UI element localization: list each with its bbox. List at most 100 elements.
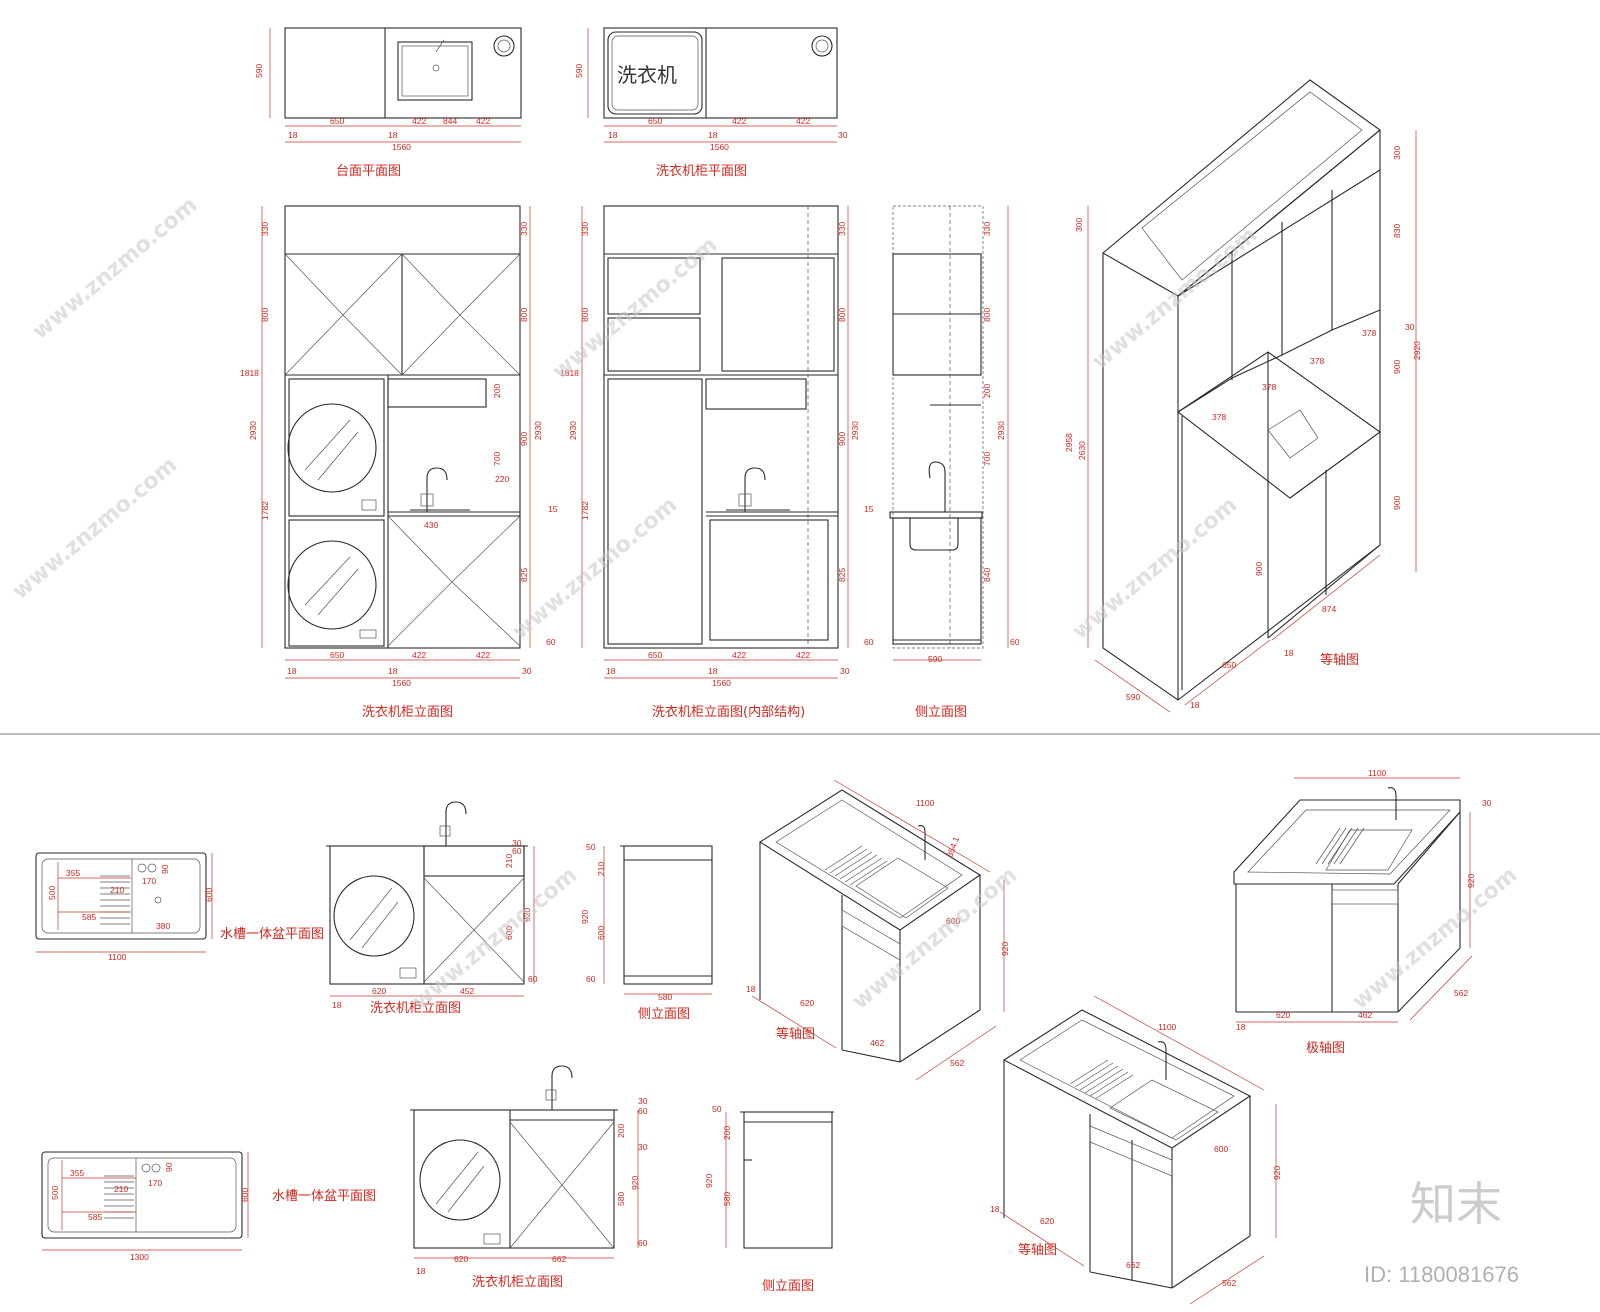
dim-18: 18: [708, 666, 718, 676]
dim-2930: 2930: [568, 421, 578, 440]
dim-590: 590: [1126, 692, 1140, 702]
watermark-text: www.znzmo.com: [8, 453, 182, 605]
dim-220: 220: [495, 474, 509, 484]
dim-580: 580: [722, 1192, 732, 1206]
dim-620: 620: [454, 1254, 468, 1264]
drainboard-ridges: [100, 875, 130, 925]
sink-plan-1100: 355 170 210 90 500 585 380 600 1100 水槽一体…: [35, 852, 324, 962]
title-side-elevation-small-2: 侧立面图: [762, 1279, 814, 1294]
brand-logo: 知末: [1410, 1177, 1502, 1231]
watermark-text: www.znzmo.com: [408, 863, 582, 1015]
dim-330: 330: [580, 222, 590, 236]
dim-562: 562: [1222, 1278, 1236, 1288]
dim-200: 200: [722, 1126, 732, 1140]
dim-920: 920: [580, 910, 590, 924]
dim-650: 650: [648, 116, 662, 126]
title-sink-plan-2: 水槽一体盆平面图: [272, 1189, 376, 1204]
dim-1560: 1560: [392, 142, 411, 152]
dim-330: 330: [982, 222, 992, 236]
watermark-text: www.znzmo.com: [548, 233, 722, 385]
dim-422: 422: [796, 650, 810, 660]
dim-422: 422: [412, 650, 426, 660]
dim-18: 18: [606, 666, 616, 676]
dim-600: 600: [240, 1188, 250, 1202]
countertop-plan: 590 650 422 844 422 18 18 1560 台面平面图: [254, 27, 522, 179]
watermark-text: www.znzmo.com: [28, 193, 202, 345]
dim-600: 600: [946, 916, 960, 926]
dim-2958: 2958: [1064, 433, 1074, 452]
dim-650: 650: [1222, 660, 1236, 670]
dim-590: 590: [254, 64, 264, 78]
dim-920: 920: [630, 1176, 640, 1190]
dim-18: 18: [1236, 1022, 1246, 1032]
dim-562: 562: [1454, 988, 1468, 998]
dim-18: 18: [708, 130, 718, 140]
drainboard-ridges: [824, 845, 888, 886]
title-washer-elevation-small: 洗衣机柜立面图: [370, 1000, 461, 1016]
dim-18: 18: [746, 984, 756, 994]
dim-920: 920: [1466, 874, 1476, 888]
dim-1818: 1818: [560, 368, 579, 378]
dim-30: 30: [638, 1142, 648, 1152]
dim-30: 30: [840, 666, 850, 676]
dim-60: 60: [1010, 637, 1020, 647]
dim-562: 562: [950, 1058, 964, 1068]
title-washer-elevation: 洗衣机柜立面图: [362, 704, 453, 720]
dim-1560: 1560: [712, 678, 731, 688]
dim-2930: 2930: [850, 421, 860, 440]
watermark-text: www.znzmo.com: [1348, 863, 1522, 1015]
dim-1782: 1782: [580, 501, 590, 520]
dim-1100: 1100: [916, 798, 935, 808]
washer-elevation-small-2: 30 60 200 30 920 580 60 620 662 18 洗衣机柜立…: [410, 1065, 648, 1290]
dim-18: 18: [388, 130, 398, 140]
dim-210: 210: [110, 885, 124, 895]
dim-422: 422: [476, 650, 490, 660]
sink-isometric-1: 1100 354.1 600 920 18 620 462 562 等轴图: [746, 779, 1010, 1081]
title-washer-elevation-small-2: 洗衣机柜立面图: [472, 1274, 563, 1290]
dim-580: 580: [658, 992, 672, 1002]
dim-30: 30: [512, 838, 522, 848]
side-elevation-small-2: 50 200 920 580 侧立面图: [704, 1104, 834, 1294]
dim-590: 590: [574, 64, 584, 78]
dim-18: 18: [1284, 648, 1294, 658]
dim-1100: 1100: [108, 952, 127, 962]
dim-18: 18: [287, 666, 297, 676]
dim-1818: 1818: [240, 368, 259, 378]
dim-422: 422: [732, 650, 746, 660]
dim-900: 900: [1392, 496, 1402, 510]
dim-920: 920: [704, 1174, 714, 1188]
dim-18: 18: [990, 1204, 1000, 1214]
dim-330: 330: [260, 222, 270, 236]
dim-200: 200: [492, 384, 502, 398]
title-isometric-1: 等轴图: [776, 1026, 815, 1042]
dim-700: 700: [982, 452, 992, 466]
dim-15: 15: [864, 504, 874, 514]
washer-cabinet-elevation: 330 800 1818 2930 1782 330 800 200 700 9…: [240, 205, 558, 720]
dim-422: 422: [476, 116, 490, 126]
dim-600: 600: [1214, 1144, 1228, 1154]
washer-elevation-small-1: 30 60 210 920 600 60 620 452 18 洗衣机柜立面图: [326, 801, 538, 1016]
dim-200: 200: [982, 384, 992, 398]
dim-840: 840: [982, 568, 992, 582]
dim-900: 900: [519, 432, 529, 446]
dim-18: 18: [416, 1266, 426, 1276]
dim-60: 60: [638, 1238, 648, 1248]
dim-580: 580: [616, 1192, 626, 1206]
drainboard-ridges: [1069, 1059, 1134, 1100]
dim-800: 800: [837, 308, 847, 322]
dim-18: 18: [388, 666, 398, 676]
dim-600: 600: [504, 926, 514, 940]
dim-378: 378: [1362, 328, 1376, 338]
dim-462: 462: [870, 1038, 884, 1048]
dim-662: 662: [552, 1254, 566, 1264]
title-side-elevation-small: 侧立面图: [638, 1007, 690, 1022]
dim-210: 210: [114, 1184, 128, 1194]
dim-2930: 2930: [248, 421, 258, 440]
dim-600: 600: [596, 926, 606, 940]
dim-200: 200: [616, 1124, 626, 1138]
dim-900: 900: [1392, 360, 1402, 374]
dim-650: 650: [330, 650, 344, 660]
dim-600: 600: [204, 888, 214, 902]
dim-378: 378: [1212, 412, 1226, 422]
dim-380: 380: [156, 921, 170, 931]
